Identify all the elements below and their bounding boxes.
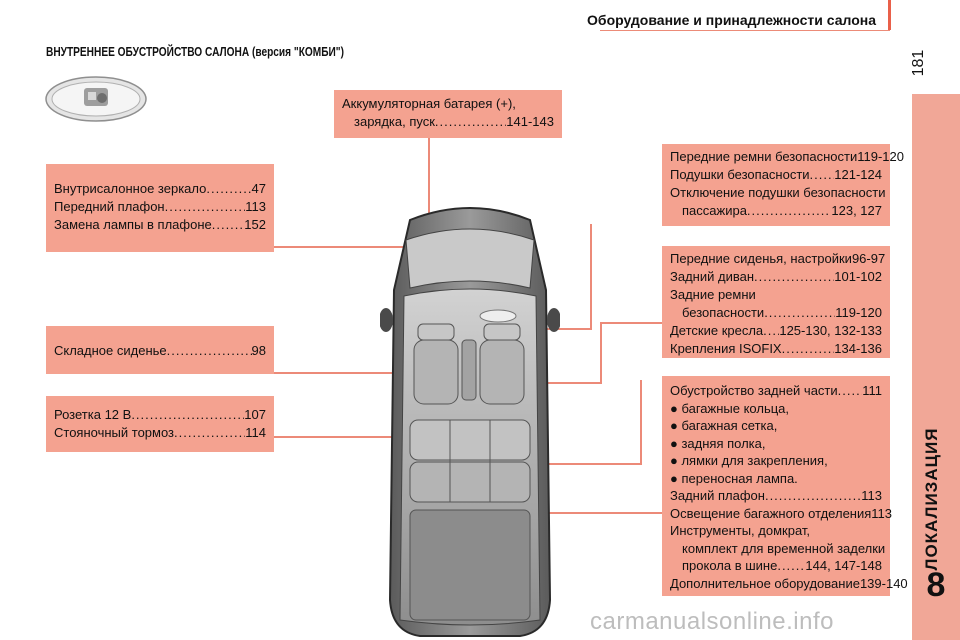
- callout-row: Замена лампы в плафоне152: [54, 216, 266, 234]
- callout-socket: Розетка 12 В107 Стояночный тормоз114: [46, 396, 274, 452]
- connector-line: [490, 463, 642, 465]
- callout-row: Инструменты, домкрат,: [670, 523, 811, 538]
- connector-line: [600, 322, 602, 384]
- callout-row: Обустройство задней части111: [670, 382, 882, 400]
- watermark: carmanualsonline.info: [590, 608, 834, 635]
- chapter-number: 8: [926, 566, 946, 604]
- callout-rear-equipment: Обустройство задней части111 ● багажные …: [662, 376, 908, 596]
- callout-folding-seat: Складное сиденье98: [46, 326, 274, 374]
- header-tick: [888, 0, 891, 30]
- callout-row: Задние ремни: [670, 287, 756, 302]
- section-title: ВНУТРЕННЕЕ ОБУСТРОЙСТВО САЛОНА (версия "…: [46, 44, 344, 59]
- header-rule: [600, 30, 890, 31]
- connector-line: [500, 382, 602, 384]
- callout-row: ● багажная сетка,: [670, 418, 778, 433]
- callout-row: Подушки безопасности121-124: [670, 166, 882, 184]
- connector-line: [478, 512, 664, 514]
- callout-row: ● лямки для закрепления,: [670, 453, 828, 468]
- callout-row: Отключение подушки безопасности: [670, 185, 886, 200]
- callout-row: Стояночный тормоз114: [54, 424, 266, 442]
- connector-line: [274, 246, 472, 248]
- chapter-tab: ЛОКАЛИЗАЦИЯ 8: [912, 94, 960, 640]
- callout-row: Детские кресла125-130, 132-133: [670, 322, 882, 340]
- callout-row: Аккумуляторная батарея (+),: [342, 96, 516, 111]
- callout-row: Передний плафон113: [54, 198, 266, 216]
- connector-line: [590, 224, 592, 330]
- callout-battery: Аккумуляторная батарея (+), зарядка, пус…: [334, 90, 562, 138]
- callout-row: ● багажные кольца,: [670, 400, 790, 416]
- callout-row: ● переносная лампа.: [670, 470, 798, 486]
- callout-row: зарядка, пуск141-143: [342, 113, 554, 131]
- callout-row: пассажира123, 127: [670, 202, 882, 220]
- callout-row: комплект для временной заделки: [682, 540, 886, 556]
- callout-row: Внутрисалонное зеркало47: [54, 180, 266, 198]
- callout-row: Розетка 12 В107: [54, 406, 266, 424]
- callout-row: Задний плафон113: [670, 487, 882, 505]
- callout-mirror: Внутрисалонное зеркало47 Передний плафон…: [46, 164, 274, 252]
- callout-row: Складное сиденье98: [54, 342, 266, 360]
- connector-line: [600, 322, 662, 324]
- page-number: 181: [910, 49, 927, 77]
- page-header-title: Оборудование и принадлежности салона: [587, 12, 876, 28]
- callout-row: прокола в шине144, 147-148: [670, 557, 882, 575]
- connector-line: [274, 436, 442, 438]
- connector-line: [274, 372, 430, 374]
- car-top-view-illustration: [380, 207, 560, 637]
- connector-line: [428, 138, 430, 262]
- callout-row: Задний диван101-102: [670, 268, 882, 286]
- callout-row: ● задняя полка,: [670, 435, 766, 451]
- callout-row: Крепления ISOFIX134-136: [670, 340, 882, 358]
- connector-line: [640, 380, 642, 464]
- mirror-thumbnail-illustration: [45, 76, 147, 122]
